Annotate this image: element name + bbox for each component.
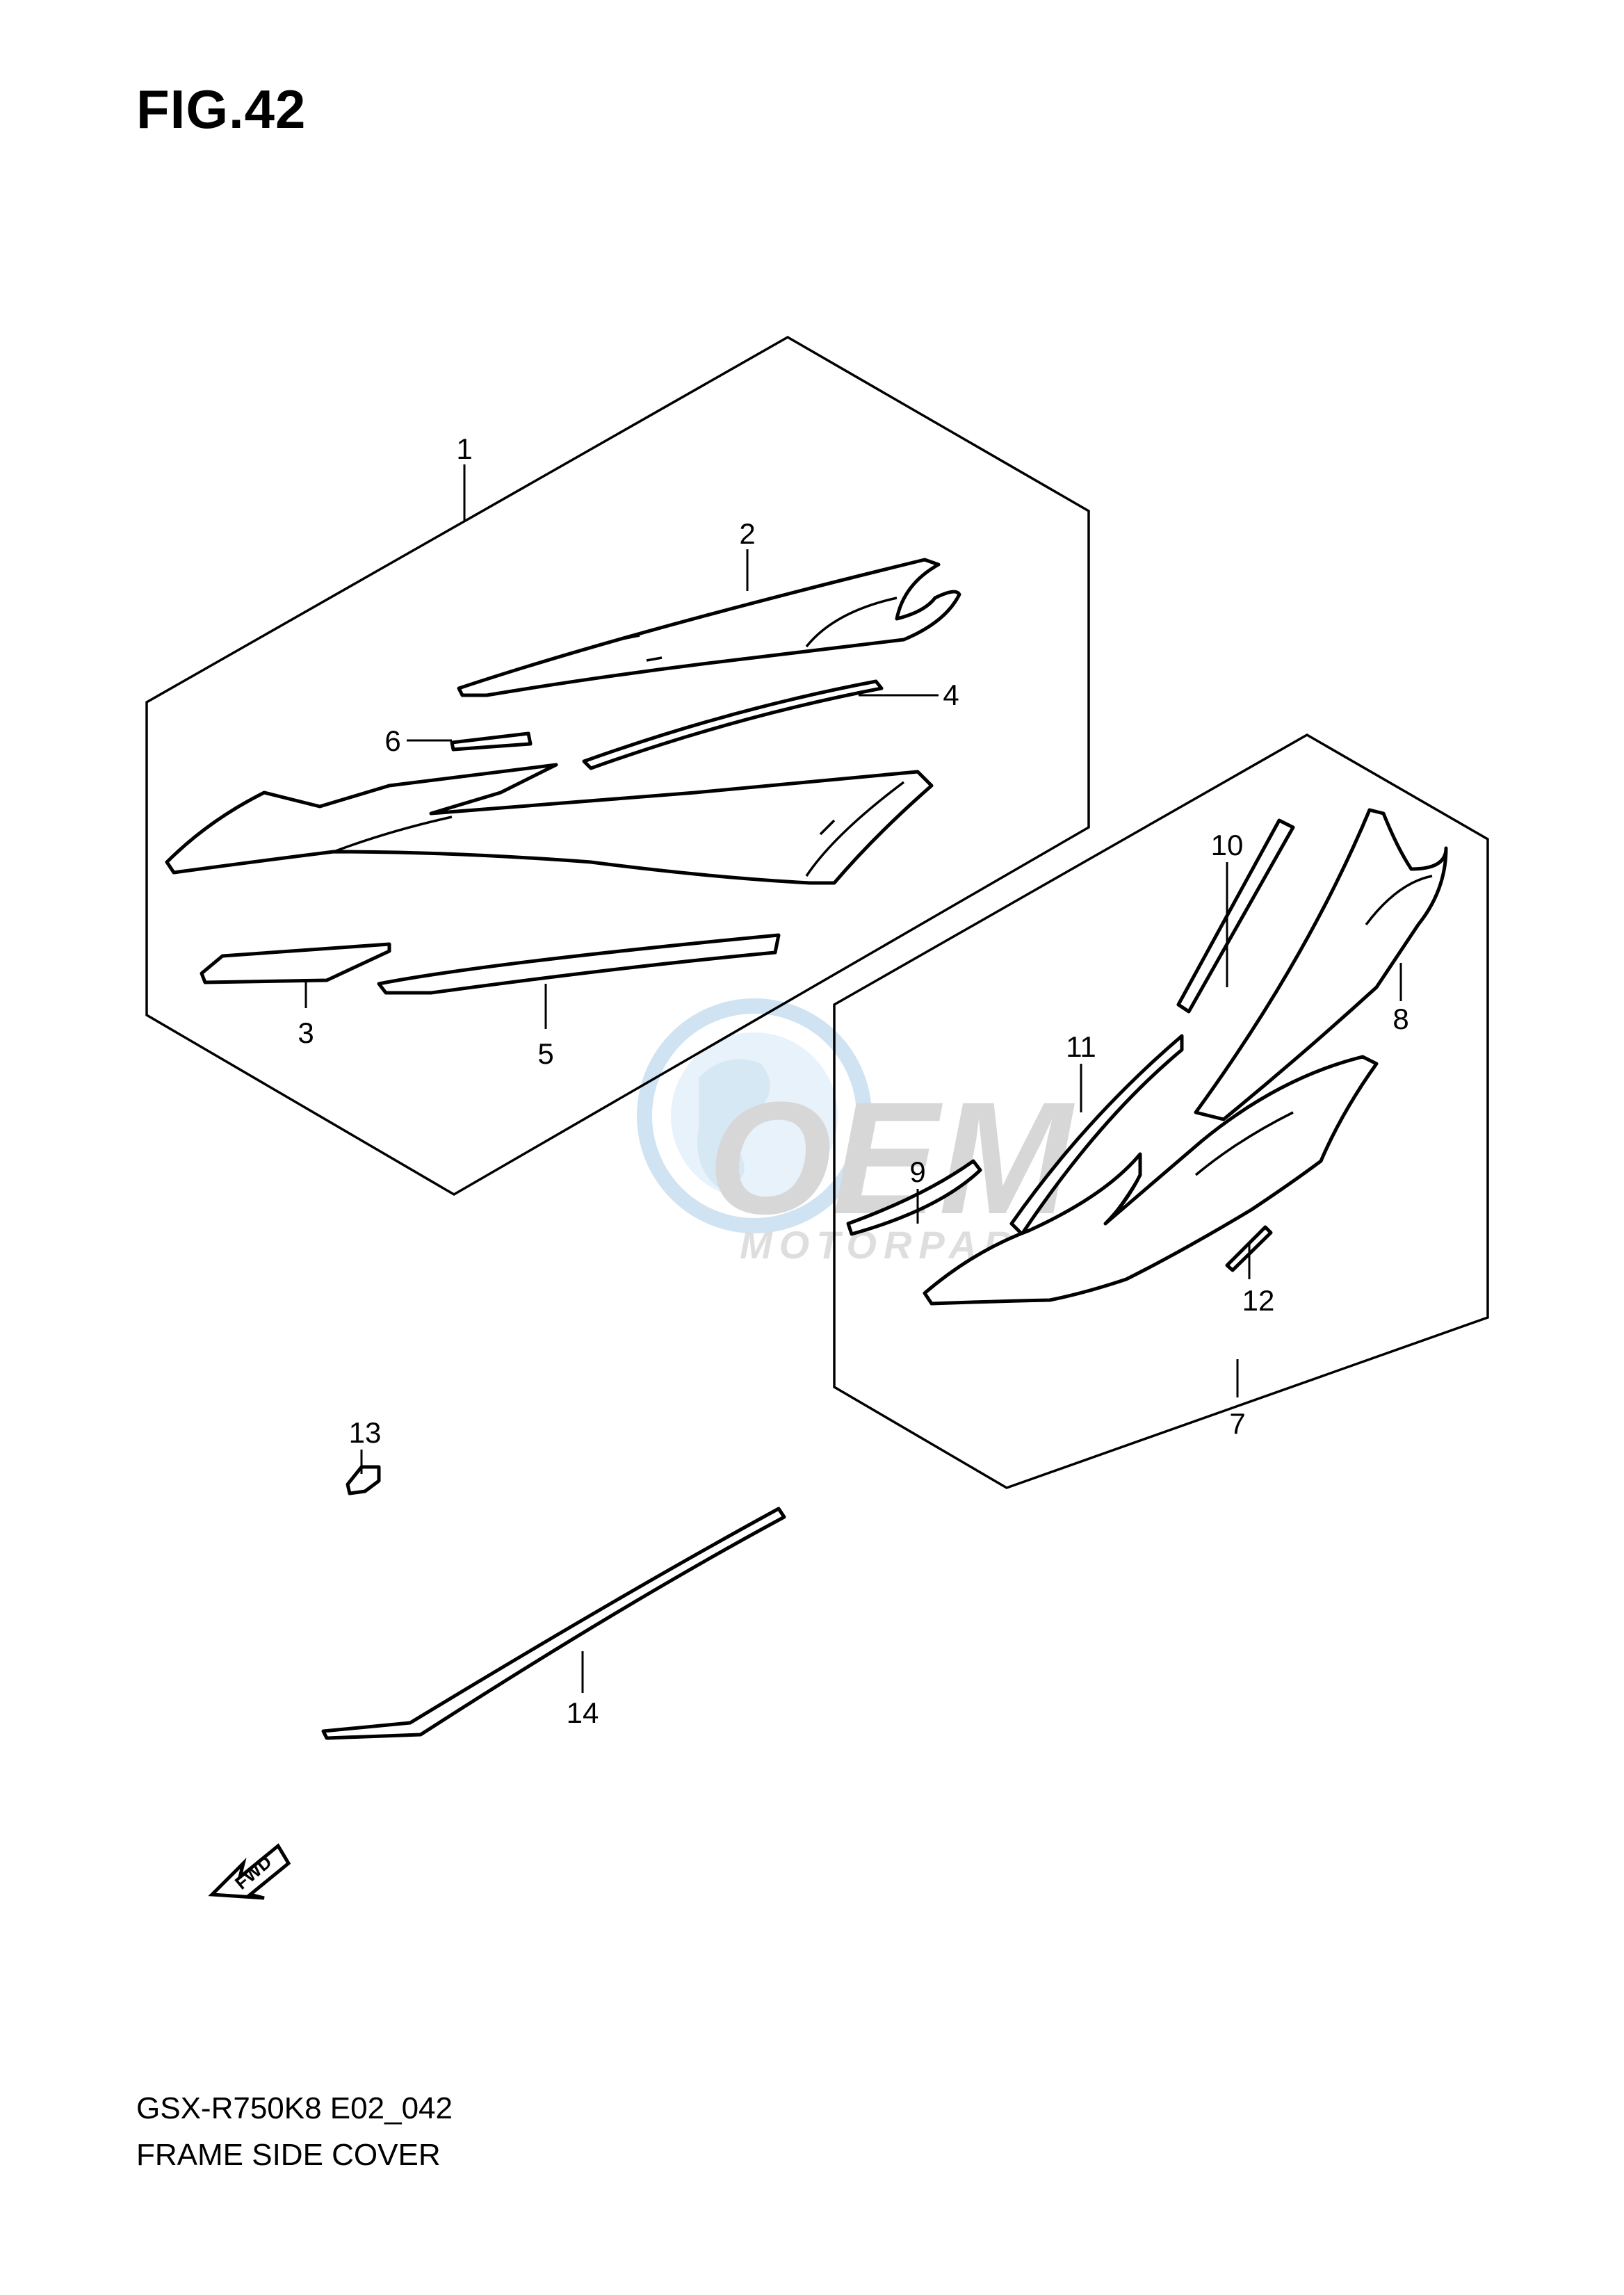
part-11-trim	[1009, 1034, 1184, 1236]
leader-lines	[304, 464, 1402, 1693]
part-9-trim	[846, 1159, 982, 1236]
callout-11: 11	[1066, 1030, 1096, 1063]
callout-numbers: 1 2 3 4 5 6 7 8 9 10 11 12 13 14	[298, 432, 1408, 1729]
part-8-frame-side-cover-right	[1194, 808, 1448, 1121]
figure-title: FIG.42	[136, 79, 307, 140]
callout-13: 13	[349, 1416, 382, 1449]
part-10-trim	[1176, 818, 1295, 1014]
model-code: GSX-R750K8 E02_042	[136, 2091, 453, 2125]
kit-box-frame-cover-right	[833, 733, 1489, 1489]
callout-5: 5	[537, 1037, 553, 1070]
callout-6: 6	[384, 724, 400, 757]
part-13-clip	[346, 1465, 381, 1495]
part-14-long-strip	[321, 1507, 786, 1740]
part-1-frame-side-cover-left	[165, 763, 934, 885]
part-3-lower-trim	[200, 942, 391, 984]
part-5-long-trim	[377, 933, 781, 995]
callout-2: 2	[739, 517, 755, 550]
callout-4: 4	[943, 679, 959, 711]
callout-14: 14	[567, 1696, 599, 1729]
callout-10: 10	[1211, 829, 1244, 861]
part-7-lower-cover	[923, 1055, 1379, 1306]
kit-box-frame-cover-left	[145, 335, 1090, 1197]
part-6-small-strip	[450, 731, 533, 752]
section-name: FRAME SIDE COVER	[136, 2138, 441, 2172]
callout-9: 9	[909, 1155, 925, 1188]
part-4-trim-strip	[582, 679, 884, 770]
callout-12: 12	[1242, 1284, 1275, 1317]
part-2-upper-cover	[457, 558, 961, 697]
forward-direction-arrow: FWD	[208, 1843, 291, 1900]
callout-1: 1	[456, 432, 472, 465]
callout-8: 8	[1392, 1003, 1408, 1035]
callout-7: 7	[1229, 1407, 1245, 1440]
callout-3: 3	[298, 1016, 314, 1049]
